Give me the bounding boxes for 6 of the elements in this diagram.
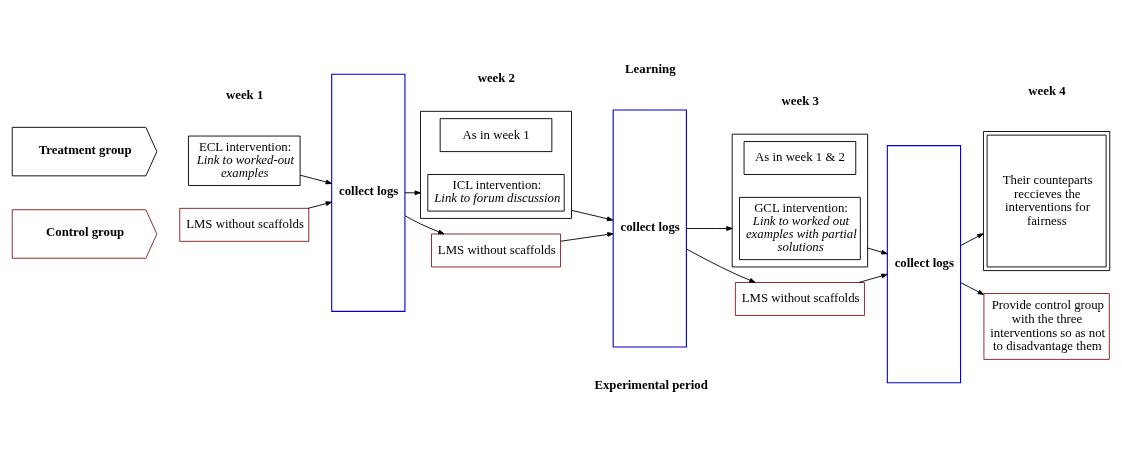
label: week 4 <box>1028 83 1066 98</box>
label: Learning <box>625 61 676 76</box>
label: week 1 <box>225 88 264 103</box>
label: Experimental period <box>594 378 708 393</box>
label: week 2 <box>477 70 516 85</box>
label: week 3 <box>781 93 819 108</box>
